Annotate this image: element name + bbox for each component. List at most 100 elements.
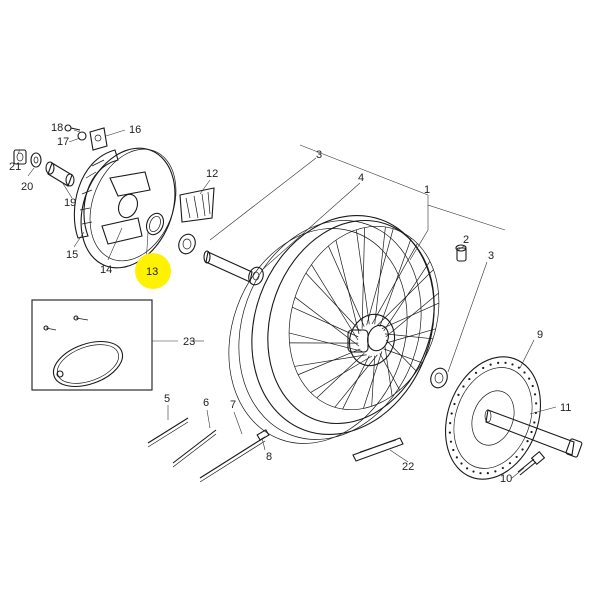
disc-hole bbox=[531, 384, 534, 388]
disc-hole bbox=[450, 412, 453, 415]
spoke bbox=[334, 354, 378, 408]
spoke bbox=[342, 355, 370, 410]
callout-4: 4 bbox=[358, 172, 364, 184]
spoke bbox=[383, 348, 423, 364]
small-washer bbox=[77, 131, 87, 141]
disc-hole bbox=[457, 393, 460, 396]
disc-hole bbox=[515, 455, 518, 459]
spoke bbox=[385, 292, 439, 338]
spoke bbox=[381, 302, 440, 330]
spoke bbox=[328, 245, 365, 327]
disc-hole bbox=[482, 366, 485, 370]
spoke bbox=[297, 348, 361, 376]
rear-wheel-rim bbox=[228, 214, 440, 444]
bearing-right bbox=[430, 367, 448, 389]
disc-hole bbox=[474, 371, 478, 374]
callout-9: 9 bbox=[537, 329, 543, 341]
callout-21: 21 bbox=[9, 161, 21, 173]
spoke bbox=[377, 269, 434, 326]
leader-lines bbox=[17, 129, 557, 479]
rubber-dampers bbox=[179, 187, 215, 223]
disc-hole bbox=[497, 361, 500, 364]
wheel-spokes bbox=[289, 226, 440, 410]
decal-strip bbox=[352, 437, 404, 462]
cush-drive-plate bbox=[80, 147, 177, 269]
loose-spokes bbox=[147, 417, 266, 483]
callout-12: 12 bbox=[206, 168, 218, 180]
disc-hole bbox=[479, 472, 482, 475]
disc-hole bbox=[453, 402, 456, 406]
callout-20: 20 bbox=[21, 181, 33, 193]
callout-2: 2 bbox=[463, 234, 469, 246]
speedometer-kit-box bbox=[31, 299, 153, 391]
disc-hole bbox=[460, 462, 463, 465]
callout-5: 5 bbox=[164, 393, 170, 405]
bracket-plate bbox=[89, 127, 108, 151]
disc-hole bbox=[530, 430, 533, 434]
disc-hole bbox=[448, 431, 451, 434]
disc-hole bbox=[511, 363, 514, 366]
callout-23: 23 bbox=[183, 336, 195, 348]
spoke bbox=[371, 355, 376, 407]
bearing-left bbox=[178, 233, 196, 255]
disc-hole bbox=[489, 363, 492, 366]
rubber-ring bbox=[73, 149, 119, 239]
disc-hole bbox=[533, 421, 536, 424]
spoke bbox=[294, 354, 367, 367]
callout-10: 10 bbox=[500, 473, 512, 485]
disc-hole bbox=[455, 456, 458, 459]
callout-3-right: 3 bbox=[488, 250, 494, 262]
spoke bbox=[311, 264, 359, 341]
disc-hole bbox=[486, 472, 489, 475]
callout-17: 17 bbox=[57, 136, 69, 148]
spoke bbox=[335, 240, 360, 334]
disc-hole bbox=[504, 361, 507, 364]
disc-hole bbox=[523, 371, 526, 374]
callout-19: 19 bbox=[64, 197, 76, 209]
callout-7: 7 bbox=[230, 399, 236, 411]
spoke bbox=[305, 272, 361, 332]
callout-16: 16 bbox=[129, 124, 141, 136]
callout-13: 13 bbox=[146, 266, 158, 278]
bushing bbox=[45, 161, 75, 187]
disc-hole bbox=[526, 440, 529, 443]
spoke bbox=[379, 237, 412, 327]
spoke bbox=[384, 333, 434, 340]
disc-hole bbox=[462, 385, 465, 388]
highlight-callout-13 bbox=[135, 253, 171, 289]
spoke bbox=[289, 332, 363, 352]
callout-15: 15 bbox=[66, 249, 78, 261]
spoke bbox=[374, 226, 386, 325]
spoke bbox=[361, 227, 365, 329]
disc-hole bbox=[472, 470, 475, 473]
wheel-axle bbox=[203, 250, 264, 286]
brake-disc bbox=[444, 356, 542, 480]
disc-hole bbox=[466, 467, 469, 470]
disc-hole bbox=[533, 393, 537, 396]
disc-hole bbox=[528, 377, 531, 380]
callout-18: 18 bbox=[51, 122, 63, 134]
disc-hole bbox=[494, 470, 497, 473]
spoke bbox=[383, 261, 431, 332]
callout-14: 14 bbox=[100, 264, 112, 276]
disc-hole bbox=[508, 462, 512, 465]
callout-22: 22 bbox=[402, 461, 414, 473]
disc-hole bbox=[521, 448, 524, 451]
spoke bbox=[292, 306, 359, 338]
callout-6: 6 bbox=[203, 397, 209, 409]
disc-hole bbox=[468, 377, 471, 381]
disc-hole bbox=[449, 440, 453, 443]
disc-hole bbox=[452, 448, 455, 452]
spacer-valve bbox=[455, 244, 467, 262]
spoke bbox=[385, 339, 417, 372]
spoke bbox=[363, 351, 383, 409]
circlip-13 bbox=[145, 212, 165, 236]
disc-hole bbox=[501, 466, 504, 470]
washer bbox=[30, 152, 42, 168]
brake-side-spindle bbox=[484, 409, 583, 458]
small-screw bbox=[64, 124, 81, 132]
spoke bbox=[384, 346, 393, 396]
disc-hole bbox=[517, 366, 520, 369]
spoke bbox=[310, 355, 373, 393]
